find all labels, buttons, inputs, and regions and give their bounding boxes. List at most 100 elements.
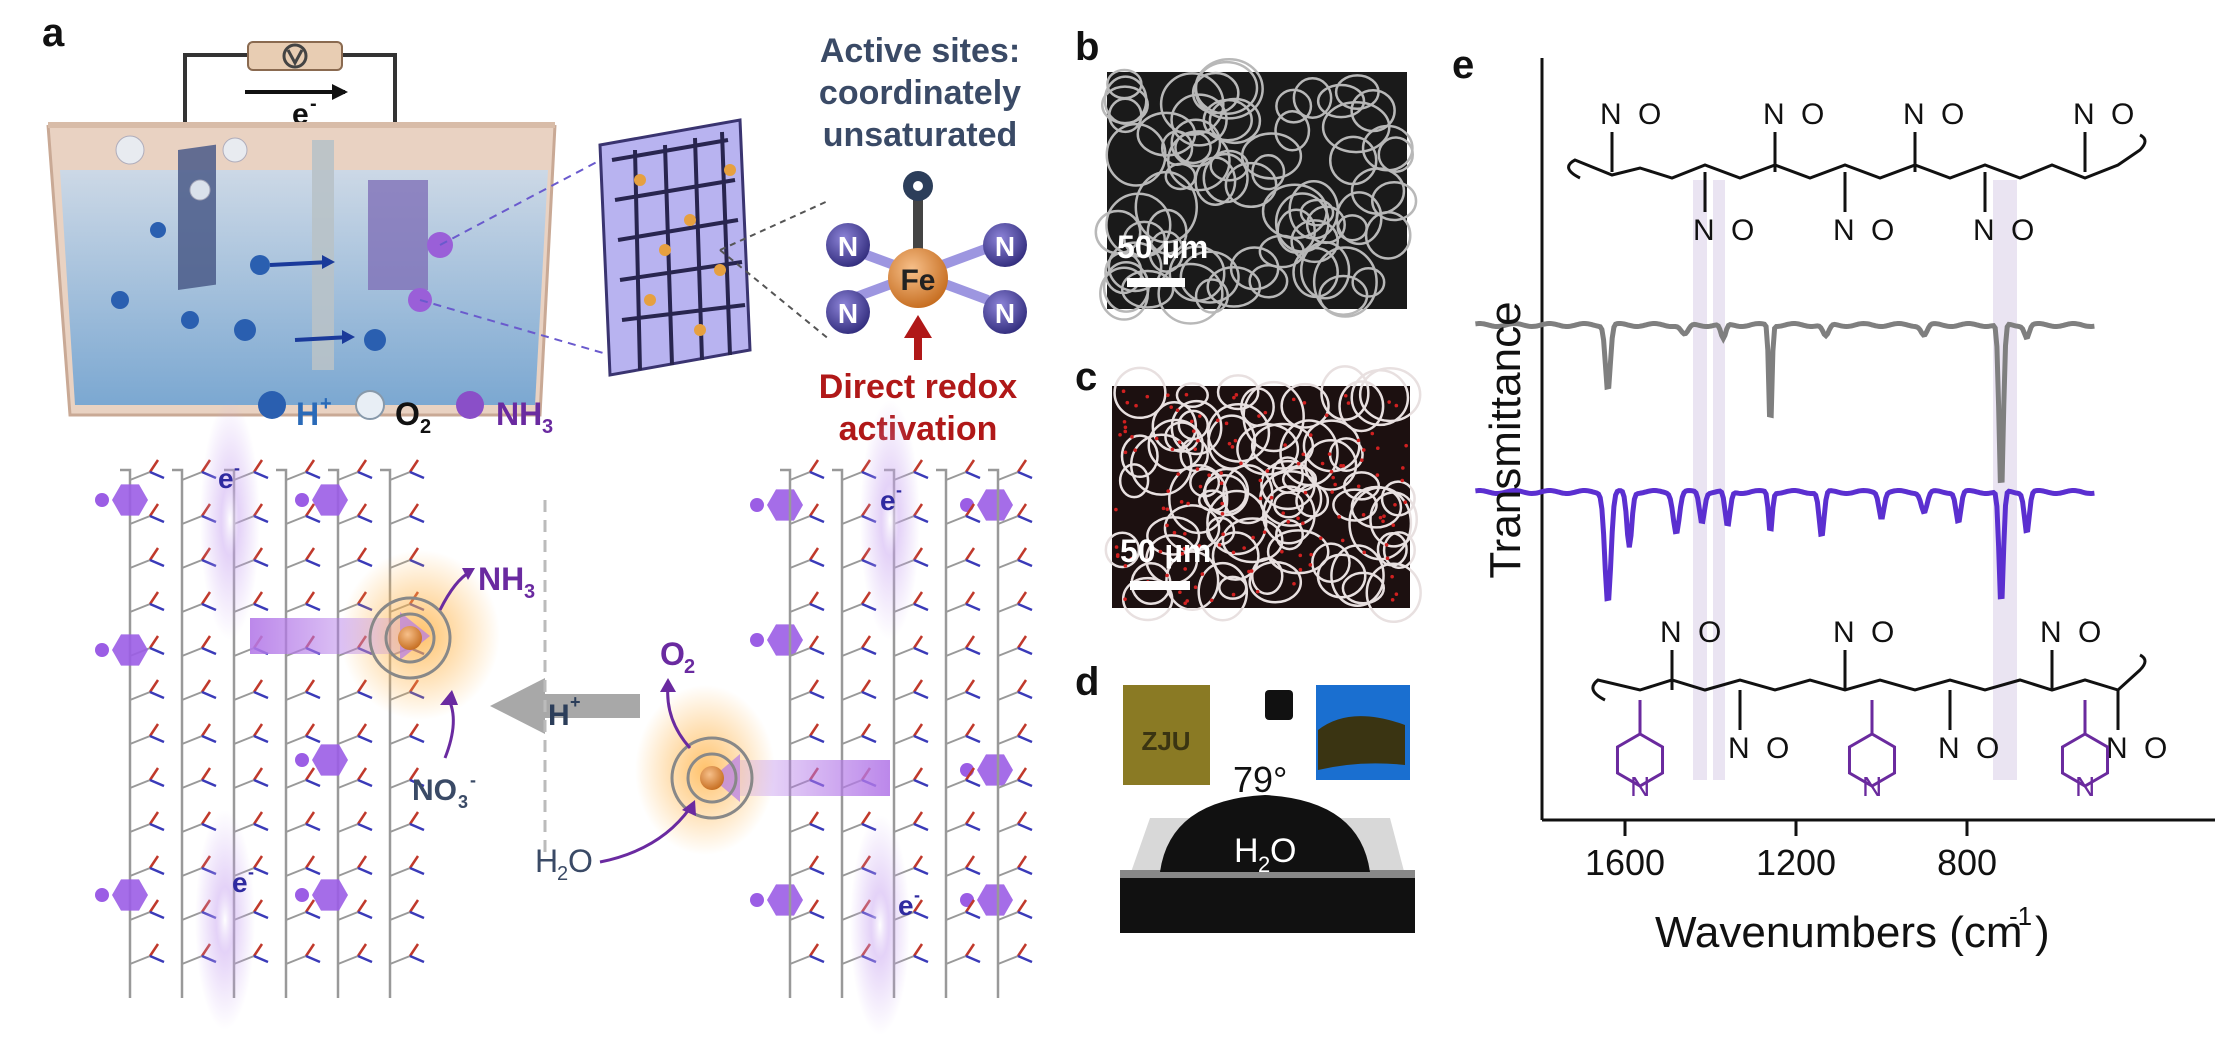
pore-cell <box>1157 262 1224 325</box>
side-group <box>337 735 359 745</box>
polymer-network-right <box>780 459 1033 998</box>
side-group <box>841 559 863 569</box>
amide-n <box>809 734 825 744</box>
pore-cell <box>1240 132 1303 180</box>
pore-cell <box>1250 422 1315 470</box>
side-group <box>129 867 151 877</box>
side-group <box>893 823 915 833</box>
side-group <box>233 691 255 701</box>
amide-n-label: N <box>1833 616 1855 649</box>
fe-signal-dot <box>1123 564 1128 568</box>
side-group <box>789 823 811 833</box>
carbonyl <box>304 547 316 561</box>
pyridine-ring <box>1615 732 1665 788</box>
side-group <box>181 515 203 525</box>
electrolysis-cell: e - <box>46 41 557 417</box>
polymer-network-left <box>95 459 1013 998</box>
fe-signal-dot <box>1296 461 1301 466</box>
side-group <box>285 911 307 921</box>
svg-text:-: - <box>896 480 902 500</box>
carbonyl <box>1016 723 1028 737</box>
pore-cell <box>1121 576 1174 622</box>
amide-n <box>809 822 825 832</box>
fe-signal-dot <box>1384 543 1389 547</box>
side-group <box>337 911 359 921</box>
carbonyl-o-label: O <box>1941 98 1964 131</box>
fe-signal-dot <box>1329 469 1334 474</box>
amide-n-label: N <box>1693 214 1715 247</box>
fe-signal-dot <box>1324 413 1329 418</box>
pore-cell <box>1320 365 1370 421</box>
fe-signal-dot <box>1296 516 1300 521</box>
fe-signal-dot <box>1134 403 1138 408</box>
fe-signal-dot <box>1239 461 1243 466</box>
svg-text:N: N <box>995 231 1015 262</box>
svg-text:N: N <box>838 298 858 329</box>
side-group <box>337 779 359 789</box>
amide-n <box>201 778 217 788</box>
amide-n <box>305 954 321 964</box>
proton-transfer-arrow <box>490 678 640 734</box>
fe-signal-dot <box>1301 452 1306 457</box>
pore-cell <box>1099 266 1150 321</box>
side-group <box>841 823 863 833</box>
carbonyl <box>912 811 924 825</box>
pore-cell <box>1334 74 1380 111</box>
pore-cell <box>1170 118 1222 168</box>
fe-signal-dot <box>1337 515 1341 519</box>
carbonyl-o-label: O <box>1731 214 1754 247</box>
pyridine-unit <box>767 884 803 916</box>
amide-n <box>809 646 825 656</box>
carbonyl <box>148 679 160 693</box>
svg-text:2: 2 <box>684 656 695 678</box>
pore-cell <box>1332 488 1378 522</box>
carbonyl <box>148 899 160 913</box>
foam-electrode-zoom <box>598 118 752 377</box>
amide-n <box>965 558 981 568</box>
pore-cell <box>1248 560 1303 604</box>
amide-n <box>409 778 425 788</box>
amide-n <box>253 690 269 700</box>
amide-n <box>409 734 425 744</box>
side-group <box>129 515 151 525</box>
carbonyl <box>200 767 212 781</box>
carbonyl <box>1016 855 1028 869</box>
fe-signal-dot <box>1118 433 1122 437</box>
fe-signal-dot <box>1356 484 1361 489</box>
pore-cell <box>1194 60 1259 116</box>
pore-cell <box>1179 250 1240 304</box>
side-group <box>129 955 151 965</box>
pore-cell <box>1094 209 1142 255</box>
side-group <box>337 823 359 833</box>
amide-n <box>201 734 217 744</box>
pore-cell <box>1146 516 1201 556</box>
amide-n <box>357 822 373 832</box>
side-group <box>181 471 203 481</box>
side-group <box>945 603 967 613</box>
fe-signal-dot <box>1125 400 1130 405</box>
amide-n <box>305 778 321 788</box>
fe-signal-dot <box>1144 558 1148 563</box>
amide-n <box>965 602 981 612</box>
carbonyl <box>912 723 924 737</box>
carbonyl <box>964 943 976 957</box>
pore-cell <box>1206 489 1268 556</box>
carbonyl <box>808 811 820 825</box>
fe-signal-dot <box>1327 452 1332 456</box>
side-group <box>997 955 1019 965</box>
carbonyl <box>356 503 368 517</box>
side-group <box>789 559 811 569</box>
fe-signal-dot <box>1370 431 1375 436</box>
carbonyl <box>148 855 160 869</box>
svg-text:O: O <box>568 843 593 879</box>
pore-cell <box>1292 246 1339 299</box>
side-group <box>129 471 151 481</box>
fe-signal-dot <box>1242 546 1246 550</box>
fe-signal-dot <box>1196 438 1200 443</box>
carbonyl <box>1016 547 1028 561</box>
carbonyl <box>1016 767 1028 781</box>
fe-signal-dot <box>1180 551 1185 556</box>
carbonyl <box>148 547 160 561</box>
side-group <box>337 559 359 569</box>
fe-signal-dot <box>1292 581 1296 586</box>
